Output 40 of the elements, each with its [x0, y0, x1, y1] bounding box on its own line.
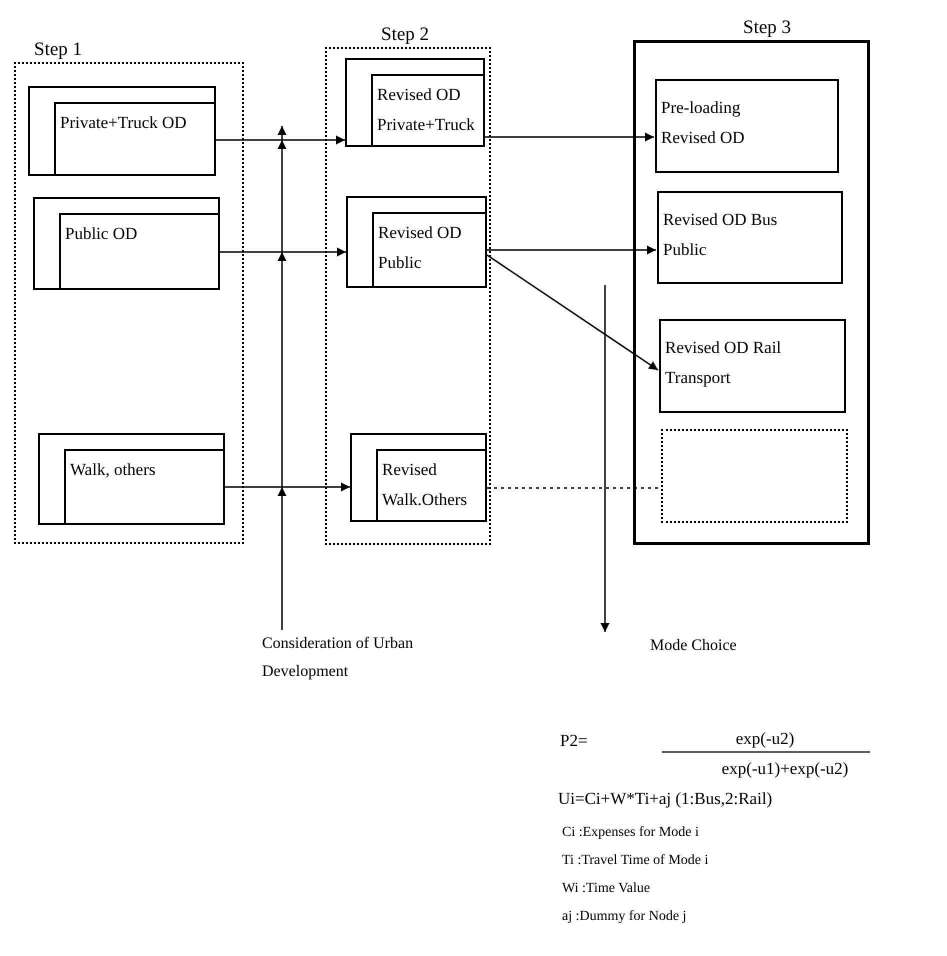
box-text: Revised Walk.Others	[382, 459, 468, 511]
formula-text: Ui=Ci+W*Ti+aj (1:Bus,2:Rail)	[558, 788, 774, 810]
box-text: Private+Truck OD	[60, 112, 188, 134]
od-box	[350, 433, 487, 522]
step-heading: Step 3	[743, 18, 792, 37]
arrow	[487, 246, 656, 254]
formula-text: Wi :Time Value	[562, 880, 652, 898]
od-box	[659, 319, 846, 413]
box-text: Mode Choice	[650, 636, 738, 656]
od-box	[28, 86, 216, 176]
od-box	[657, 191, 843, 284]
od-box	[345, 58, 485, 147]
box-text: Revised OD Rail Transport	[665, 337, 782, 389]
arrow	[225, 482, 350, 492]
od-box	[33, 197, 220, 290]
formula-text: exp(-u1)+exp(-u2)	[720, 758, 850, 780]
formula-text: aj :Dummy for Node j	[562, 908, 688, 926]
box-text: Pre-loading Revised OD	[661, 97, 746, 149]
arrow	[486, 254, 658, 371]
step-heading: Step 1	[34, 40, 82, 59]
arrow	[600, 285, 610, 632]
formula-text: Ci :Expenses for Mode i	[562, 824, 700, 842]
box-text: Revised OD Private+Truck	[377, 84, 476, 136]
box-text: Walk, others	[70, 459, 156, 481]
arrow	[485, 132, 654, 142]
od-box	[38, 433, 225, 525]
arrow	[220, 248, 346, 256]
formula-text: P2=	[560, 730, 589, 752]
arrow	[278, 126, 286, 630]
arrow	[216, 136, 345, 144]
box-text: Public OD	[65, 223, 138, 245]
empty-dotted-box	[661, 429, 848, 523]
box-text: Consideration of Urban Development	[262, 634, 414, 682]
box-text: Revised OD Bus Public	[663, 209, 778, 261]
step-heading: Step 2	[381, 25, 430, 44]
od-box	[655, 79, 839, 173]
box-text: Revised OD Public	[378, 222, 463, 274]
formula-text: Ti :Travel Time of Mode i	[562, 852, 710, 870]
formula-text: exp(-u2)	[734, 728, 796, 750]
od-box	[346, 196, 487, 288]
